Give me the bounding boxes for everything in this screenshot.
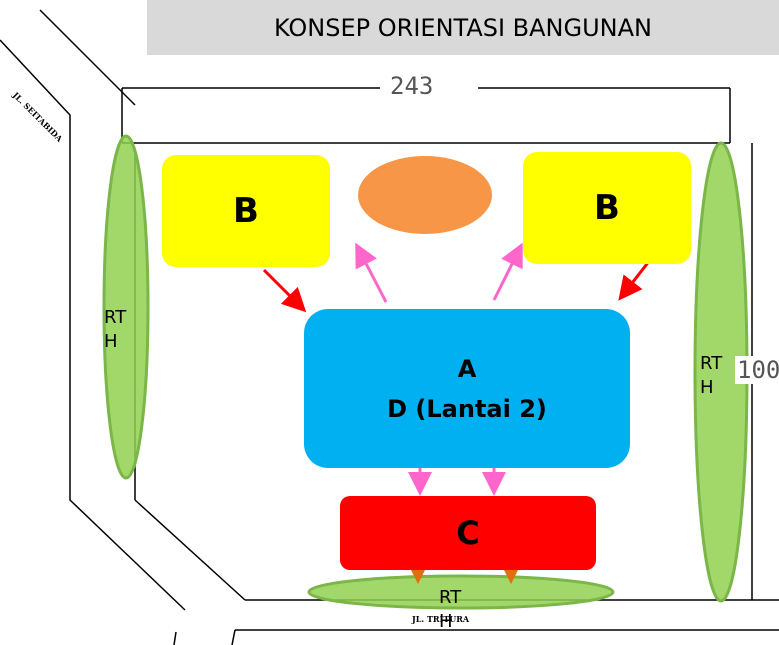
zone-b-right-label: B [594, 188, 620, 228]
orange-oval [358, 156, 492, 234]
dimension-right: 100 [735, 356, 779, 384]
zone-b-left-label: B [233, 191, 259, 231]
arrow-b-right-to-a [618, 259, 652, 301]
arrow-a-to-oval-left [355, 242, 388, 303]
rth-bottom-shape [307, 574, 615, 610]
zone-a-label: A [457, 354, 477, 383]
rth-bottom-label: RTH [439, 587, 462, 632]
dimension-top: 243 [384, 72, 440, 100]
rth-right-label: RTH [700, 353, 723, 398]
diagram-title: KONSEP ORIENTASI BANGUNAN [147, 0, 779, 55]
zone-d-label: D (Lantai 2) [387, 394, 547, 423]
zone-a: A D (Lantai 2) [304, 309, 630, 468]
road-label-bottom: JL. TRITURA [412, 614, 470, 624]
zone-c-label: C [456, 514, 480, 552]
rth-left-shape [102, 134, 150, 480]
arrow-b-left-to-a [262, 268, 307, 313]
arrow-a-to-oval-right [492, 242, 523, 301]
zone-c: C [340, 496, 596, 570]
zone-b-left: B [162, 155, 330, 267]
rth-left-label: RTH [104, 307, 127, 352]
zone-b-right: B [523, 152, 691, 264]
